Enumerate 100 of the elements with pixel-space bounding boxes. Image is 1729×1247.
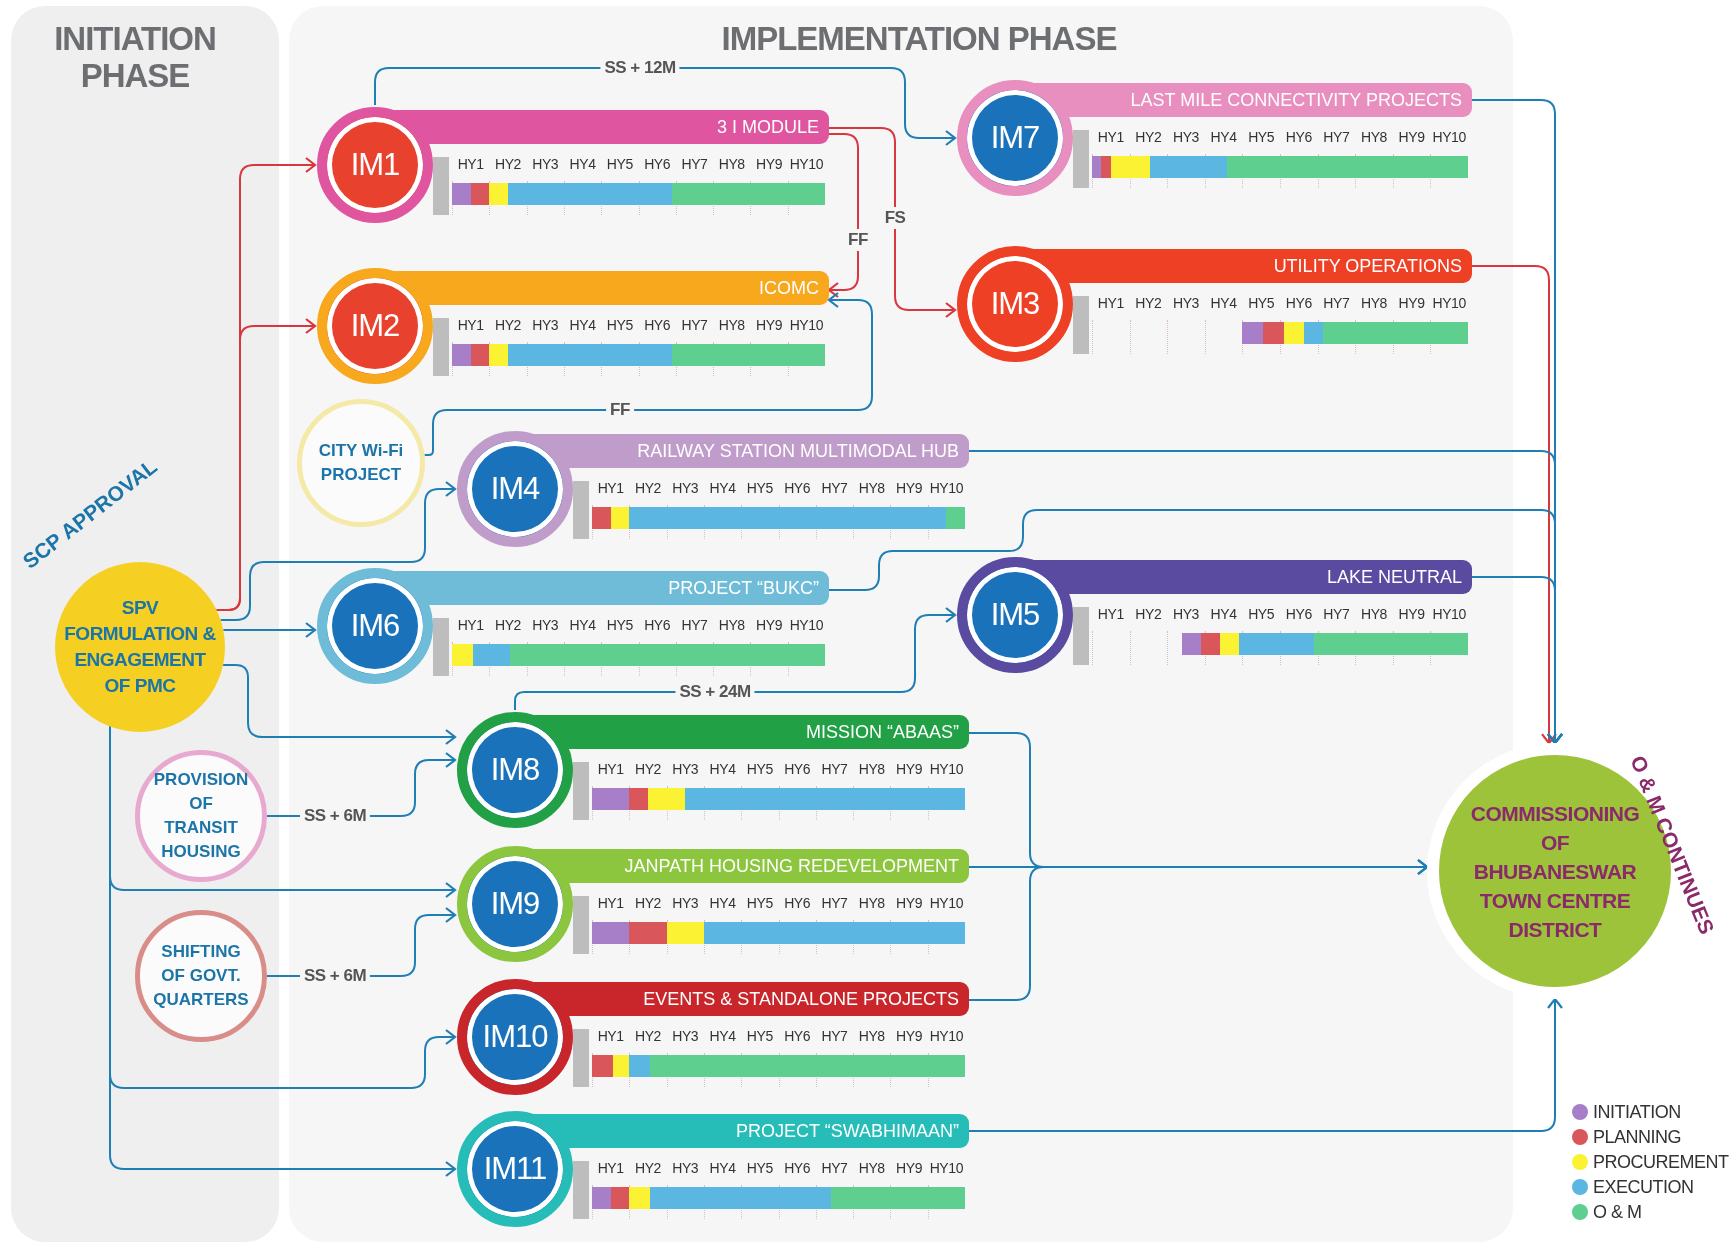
- id-badge: IM11: [457, 1111, 573, 1227]
- period-label: HY9: [1397, 606, 1426, 622]
- period-label: HY2: [493, 617, 522, 633]
- period-label: HY3: [1171, 295, 1200, 311]
- period-label: HY8: [717, 317, 746, 333]
- milestone-circle: CITY Wi-Fi PROJECT: [297, 399, 425, 527]
- period-label: HY2: [493, 317, 522, 333]
- id-badge: IM8: [457, 712, 573, 828]
- period-label: HY4: [1209, 295, 1238, 311]
- period-label: HY5: [745, 895, 774, 911]
- period-label: HY8: [1359, 129, 1388, 145]
- period-label: HY6: [1284, 295, 1313, 311]
- legend-label: PLANNING: [1593, 1126, 1682, 1149]
- milestone-circle: SPV FORMULATION & ENGAGEMENT OF PMC: [55, 562, 225, 732]
- period-label: HY3: [671, 480, 700, 496]
- period-label: HY1: [596, 1160, 625, 1176]
- period-label: HY4: [708, 1028, 737, 1044]
- period-label: HY4: [568, 617, 597, 633]
- period-label: HY7: [820, 480, 849, 496]
- period-label: HY8: [857, 1028, 886, 1044]
- period-label: HY10: [928, 761, 965, 777]
- period-label: HY10: [1431, 295, 1467, 311]
- legend-label: PROCUREMENT: [1593, 1151, 1729, 1174]
- arrow: [968, 858, 1429, 1001]
- period-label: HY10: [928, 1028, 965, 1044]
- period-label: HY1: [456, 617, 485, 633]
- arrow: [219, 480, 457, 621]
- id-badge: IM6: [317, 568, 433, 684]
- period-label: HY9: [895, 1160, 924, 1176]
- id-badge: IM3: [957, 246, 1073, 362]
- id-badge: IM5: [957, 557, 1073, 673]
- period-label: HY7: [680, 617, 709, 633]
- period-label: HY6: [783, 895, 812, 911]
- id-badge: IM4: [457, 431, 573, 547]
- period-label: HY3: [671, 895, 700, 911]
- period-label: HY6: [783, 1160, 812, 1176]
- milestone-circle: PROVISION OF TRANSIT HOUSING: [135, 750, 267, 882]
- period-label: HY4: [708, 1160, 737, 1176]
- period-label: HY7: [1322, 129, 1351, 145]
- period-label: HY5: [1247, 295, 1276, 311]
- period-label: HY6: [1284, 129, 1313, 145]
- period-label: HY3: [1171, 606, 1200, 622]
- period-label: HY5: [605, 156, 634, 172]
- phase-heading: IMPLEMENTATION PHASE: [720, 20, 1118, 57]
- period-label: HY7: [820, 1160, 849, 1176]
- period-label: HY1: [596, 1028, 625, 1044]
- period-label: HY4: [1209, 606, 1238, 622]
- id-badge: IM7: [957, 80, 1073, 196]
- period-label: HY10: [788, 617, 825, 633]
- period-label: HY1: [456, 317, 485, 333]
- arrow: [828, 127, 957, 319]
- period-label: HY6: [1284, 606, 1313, 622]
- period-label: HY7: [1322, 295, 1351, 311]
- period-label: HY8: [857, 761, 886, 777]
- period-label: HY10: [1431, 129, 1467, 145]
- period-label: HY6: [783, 761, 812, 777]
- arrow: [215, 317, 317, 611]
- period-label: HY9: [755, 156, 784, 172]
- period-label: HY8: [857, 895, 886, 911]
- period-label: HY3: [1171, 129, 1200, 145]
- period-label: HY5: [1247, 606, 1276, 622]
- arrow: [827, 133, 859, 299]
- period-label: HY4: [1209, 129, 1238, 145]
- node-label: UTILITY OPERATIONS: [1273, 256, 1462, 276]
- period-label: HY3: [531, 156, 560, 172]
- period-label: HY10: [928, 1160, 965, 1176]
- period-label: HY5: [745, 1160, 774, 1176]
- period-label: HY1: [596, 895, 625, 911]
- period-label: HY8: [857, 1160, 886, 1176]
- period-label: HY6: [783, 480, 812, 496]
- phase-panel: [11, 6, 279, 1242]
- period-label: HY5: [745, 761, 774, 777]
- milestone-circle: SHIFTING OF GOVT. QUARTERS: [135, 910, 267, 1042]
- id-badge: IM9: [457, 846, 573, 962]
- period-label: HY8: [1359, 606, 1388, 622]
- period-label: HY10: [1431, 606, 1467, 622]
- period-label: HY2: [493, 156, 522, 172]
- period-label: HY4: [568, 317, 597, 333]
- period-label: HY4: [708, 895, 737, 911]
- period-label: HY9: [895, 480, 924, 496]
- period-label: HY1: [596, 761, 625, 777]
- period-label: HY4: [708, 761, 737, 777]
- period-label: HY8: [857, 480, 886, 496]
- period-label: HY6: [783, 1028, 812, 1044]
- period-label: HY5: [605, 317, 634, 333]
- period-label: HY3: [531, 317, 560, 333]
- period-label: HY1: [456, 156, 485, 172]
- period-label: HY10: [788, 317, 825, 333]
- id-badge: IM10: [457, 979, 573, 1095]
- period-label: HY7: [820, 895, 849, 911]
- period-label: HY4: [708, 480, 737, 496]
- period-label: HY8: [1359, 295, 1388, 311]
- period-label: HY3: [671, 1160, 700, 1176]
- period-label: HY2: [633, 480, 662, 496]
- period-label: HY7: [1322, 606, 1351, 622]
- period-label: HY10: [928, 480, 965, 496]
- period-label: HY5: [605, 617, 634, 633]
- period-label: HY2: [1134, 129, 1163, 145]
- period-label: HY7: [820, 1028, 849, 1044]
- period-label: HY2: [633, 761, 662, 777]
